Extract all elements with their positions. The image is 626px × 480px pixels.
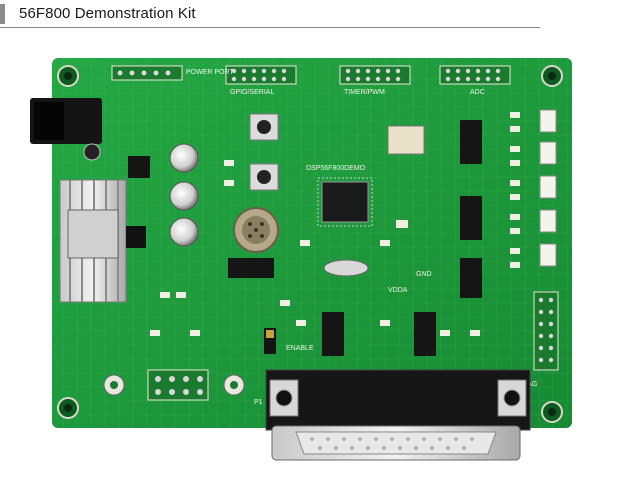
jtag-header bbox=[533, 291, 559, 371]
dsp-chip bbox=[317, 177, 373, 227]
label-enable: ENABLE bbox=[286, 345, 314, 352]
header: 56F800 Demonstration Kit bbox=[0, 0, 540, 28]
jumper bbox=[264, 328, 276, 354]
label-gpio-serial: GPIO/SERIAL bbox=[230, 89, 274, 96]
label-gnd: GND bbox=[416, 271, 432, 278]
label-timer-pwm: TIMER/PWM bbox=[344, 89, 385, 96]
push-buttons bbox=[249, 113, 279, 191]
status-leds bbox=[539, 109, 557, 267]
header-divider bbox=[0, 27, 540, 28]
crystal-oscillator bbox=[387, 125, 425, 155]
label-p1: P1 bbox=[254, 399, 263, 406]
label-power-port: POWER PORT bbox=[186, 69, 234, 76]
heatsink-regulator bbox=[59, 179, 146, 303]
crystal bbox=[323, 259, 369, 277]
dc-power-jack bbox=[30, 98, 102, 161]
label-vdda: VDDA bbox=[388, 287, 408, 294]
smd-components bbox=[150, 112, 520, 336]
test-pads bbox=[103, 369, 245, 401]
board-photo: POWER PORT GPIO/SERIAL TIMER/PWM ADC bbox=[0, 30, 626, 480]
header-connectors bbox=[111, 65, 511, 85]
label-demo-name: DSP56F800DEMO bbox=[306, 165, 366, 172]
buzzer bbox=[233, 207, 279, 253]
page-title: 56F800 Demonstration Kit bbox=[19, 5, 196, 22]
pcb-illustration: POWER PORT GPIO/SERIAL TIMER/PWM ADC bbox=[30, 58, 572, 461]
electrolytic-capacitors bbox=[169, 143, 199, 247]
label-adc: ADC bbox=[470, 89, 485, 96]
db25-connector bbox=[265, 369, 531, 461]
ic-chips bbox=[128, 120, 482, 356]
header-accent-bar bbox=[0, 4, 5, 24]
